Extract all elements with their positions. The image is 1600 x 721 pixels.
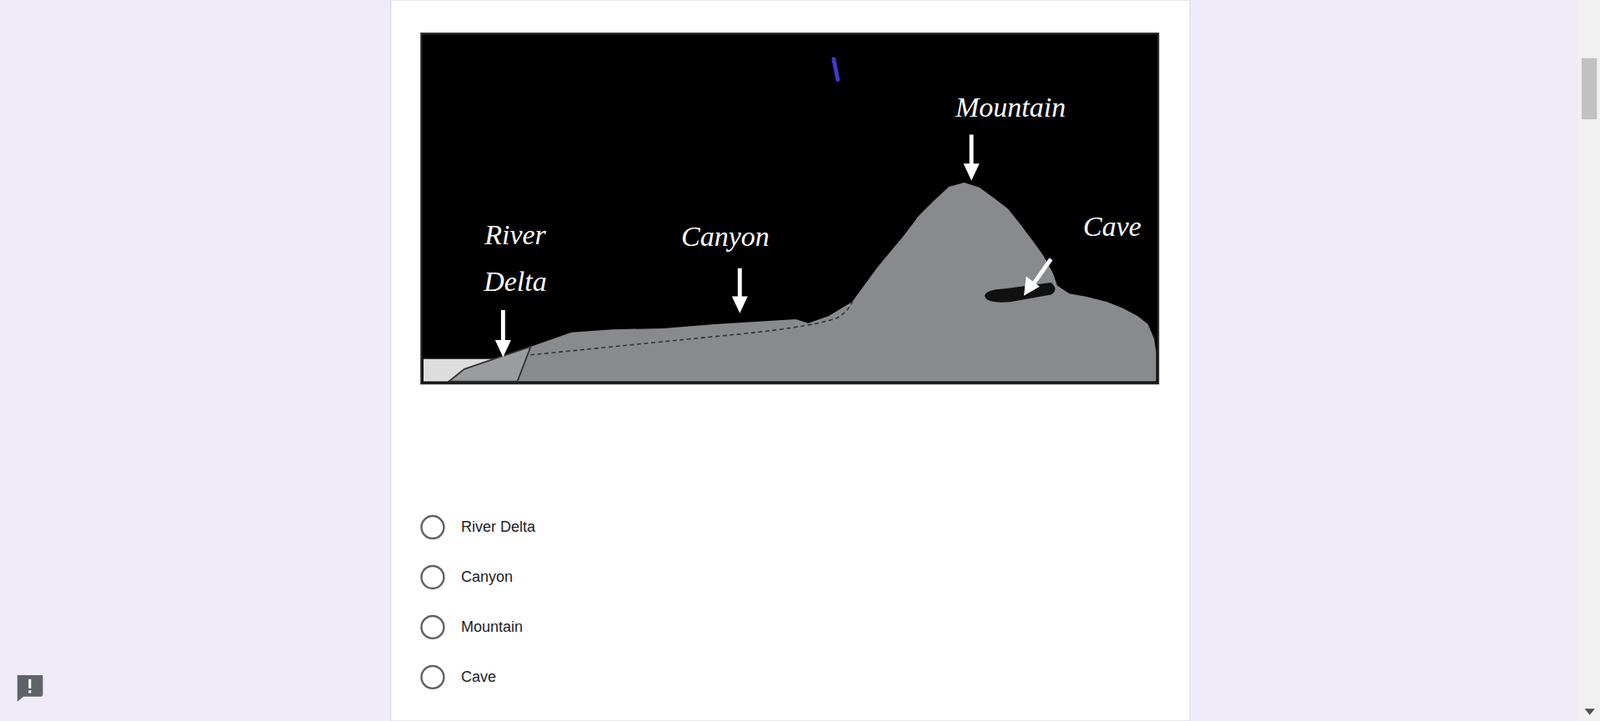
scrollbar-track [1578, 0, 1600, 721]
landform-label: Cave [1083, 210, 1142, 243]
river-delta-wedge [448, 346, 531, 382]
cave-tunnel [984, 282, 1055, 303]
ground-profile [448, 182, 1156, 382]
landform-label: Mountain [955, 91, 1066, 124]
scroll-arrow [1584, 708, 1595, 715]
pen-mark [833, 59, 838, 80]
form-card [391, 0, 1190, 721]
landform-label: Canyon [681, 220, 770, 253]
scrollbar-thumb [1581, 58, 1597, 120]
feedback-icon [17, 675, 44, 703]
picture-frame [421, 33, 1159, 384]
answer-option: Mountain [461, 618, 523, 637]
landform-label: River Delta [466, 211, 564, 306]
pointer-arrows [496, 134, 1052, 356]
radio-buttons [421, 516, 444, 689]
river-course [530, 300, 853, 356]
answer-option: River Delta [461, 518, 536, 537]
answer-option: Canyon [461, 568, 513, 587]
answer-option: Cave [461, 668, 497, 687]
